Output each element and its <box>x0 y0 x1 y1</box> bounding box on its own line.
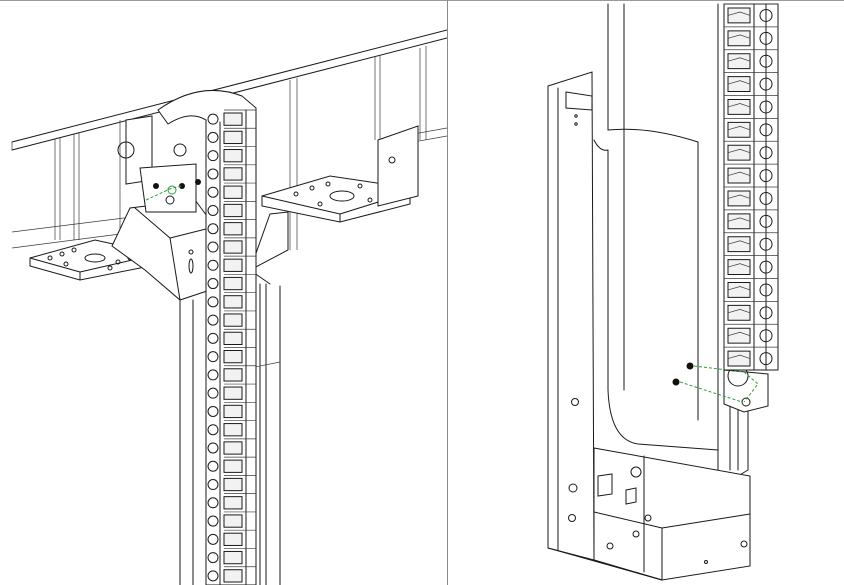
chain-link <box>207 511 256 528</box>
chain-link <box>207 438 256 455</box>
chain-link <box>207 164 256 181</box>
chain-link <box>724 209 778 230</box>
panel-left-mounting-view <box>11 29 447 585</box>
ceiling-beam <box>11 29 447 250</box>
chain-end-bracket-right <box>672 362 769 413</box>
chain-link <box>207 456 256 473</box>
chain-link <box>724 232 778 253</box>
chain-link <box>207 383 256 400</box>
chain-link <box>207 292 256 309</box>
chain-link <box>724 301 778 321</box>
left-drawing <box>11 29 447 585</box>
chain-link <box>207 420 256 437</box>
chain-link <box>207 493 256 510</box>
chain-link <box>207 127 256 145</box>
chain-link <box>724 72 778 92</box>
chain-link <box>207 365 256 382</box>
right-mounting-plate <box>261 125 419 223</box>
chain-link <box>207 237 256 254</box>
panel-right-column-view <box>448 0 844 585</box>
chain-link <box>724 118 778 138</box>
column-housing <box>547 3 749 561</box>
chain-link <box>724 3 778 24</box>
chain-link <box>724 278 778 298</box>
chain-link <box>724 95 778 115</box>
chain-link <box>207 475 256 492</box>
chain-link <box>207 529 256 546</box>
panel-divider <box>447 0 448 585</box>
chain-link <box>207 401 256 419</box>
right-drawing <box>547 3 779 581</box>
chain-link <box>207 200 256 218</box>
chain-link <box>207 146 256 163</box>
base-box <box>547 447 751 581</box>
chain-link <box>207 548 256 565</box>
chain-link <box>207 274 256 291</box>
chain-links-left <box>207 109 256 583</box>
central-bracket <box>111 199 289 301</box>
chain-link <box>207 328 256 346</box>
chain-link <box>724 323 778 344</box>
frame-top-border <box>0 0 844 1</box>
chain-link <box>207 310 256 327</box>
chain-link <box>207 219 256 236</box>
chain-link <box>724 163 778 184</box>
chain-link <box>724 26 778 47</box>
chain-link <box>207 347 256 364</box>
chain-link <box>207 566 256 583</box>
chain-link <box>724 346 778 367</box>
chain-link <box>207 109 256 126</box>
chain-end-bracket <box>117 115 201 213</box>
chain-link <box>207 255 256 272</box>
chain-link <box>207 182 256 199</box>
chain-link <box>724 140 778 161</box>
chain-links-right <box>724 3 778 367</box>
chain-link <box>724 49 778 70</box>
chain-link <box>724 255 778 275</box>
chain-link <box>724 186 778 207</box>
